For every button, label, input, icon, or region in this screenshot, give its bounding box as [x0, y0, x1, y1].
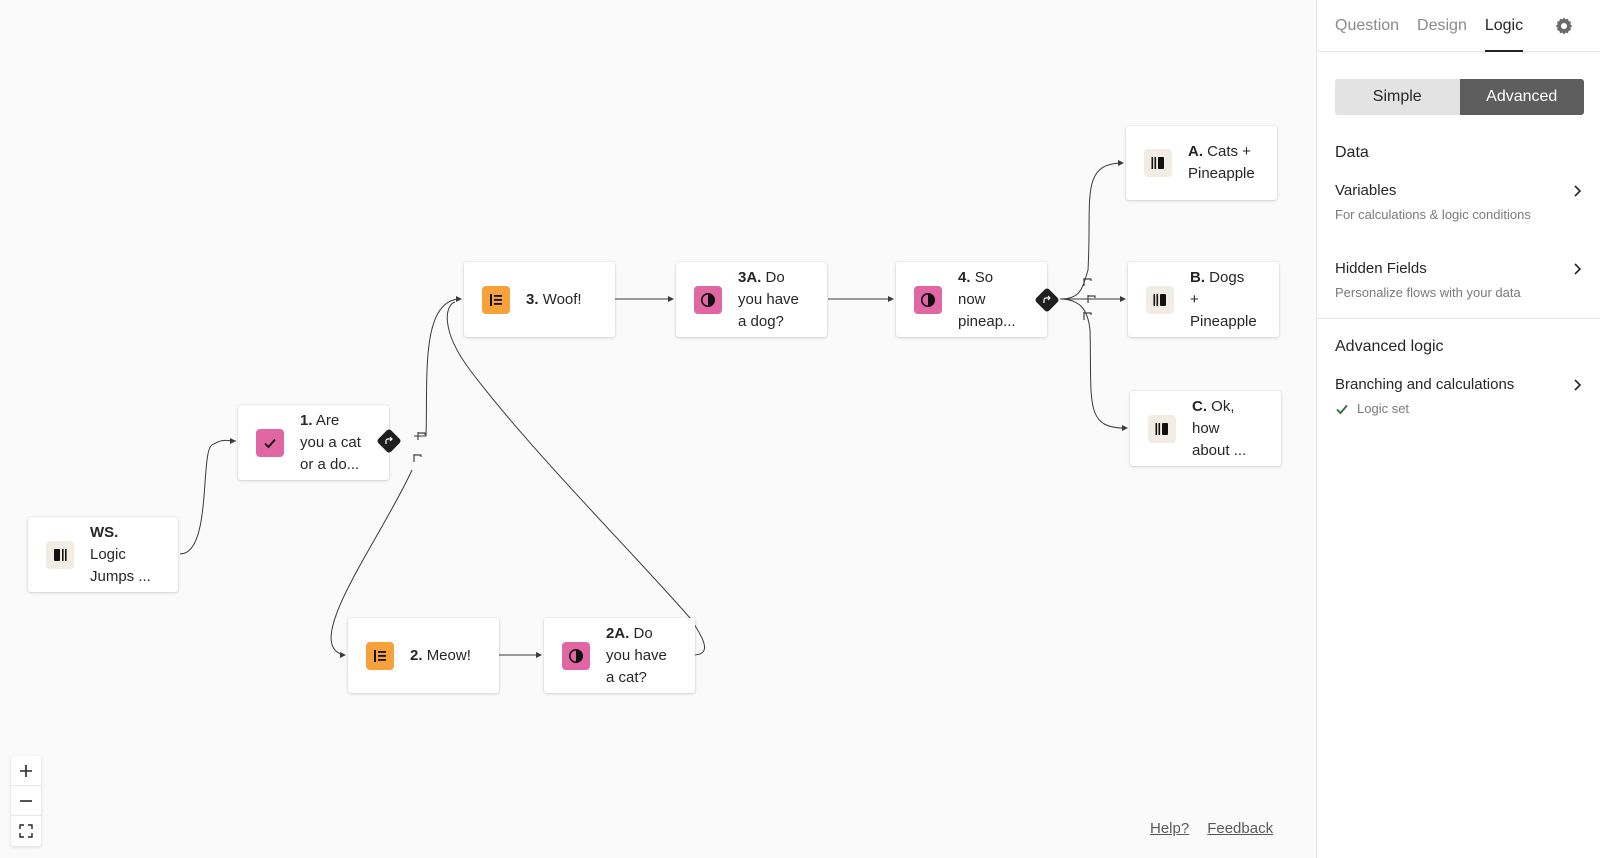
simple-mode-button[interactable]: Simple — [1335, 79, 1460, 115]
edge-q4-ec — [1059, 298, 1125, 429]
chevron-right-icon — [1574, 185, 1582, 197]
edge-arrow — [668, 296, 674, 302]
logic-set-status: Logic set — [1335, 401, 1584, 416]
plus-icon — [20, 764, 32, 777]
node-label: 2A. Do you have a cat? — [606, 624, 667, 686]
help-link[interactable]: Help? — [1150, 820, 1190, 837]
footer-links: Help? Feedback — [1150, 820, 1273, 837]
variables-subtitle: For calculations & logic conditions — [1335, 207, 1531, 222]
node-label: C. Ok, how about ... — [1192, 397, 1247, 459]
list-icon — [482, 285, 510, 314]
branch-icon — [1087, 295, 1096, 303]
edge-arrow — [1122, 425, 1128, 431]
edge-arrow — [340, 652, 346, 658]
section-divider — [1317, 318, 1600, 319]
advanced-mode-button[interactable]: Advanced — [1459, 79, 1584, 115]
panel-tabs: Question Design Logic — [1317, 0, 1600, 52]
edge-arrow — [230, 438, 236, 444]
edge-q4-ea — [1059, 162, 1121, 300]
chevron-right-icon — [1574, 379, 1582, 391]
edge-q1-q2 — [330, 469, 413, 656]
tab-logic[interactable]: Logic — [1484, 0, 1524, 52]
fullscreen-icon — [19, 824, 33, 838]
ending-screen-icon — [1146, 285, 1174, 314]
node-question-2[interactable]: 2. Meow! — [348, 618, 499, 693]
hidden-fields-title: Hidden Fields — [1335, 260, 1427, 277]
node-question-3a[interactable]: 3A. Do you have a dog? — [676, 262, 827, 337]
list-icon — [366, 641, 394, 670]
branch-icon — [1083, 278, 1092, 286]
ending-screen-icon — [1148, 414, 1176, 443]
logic-jump-diamond-icon[interactable] — [376, 428, 402, 454]
zoom-out-button[interactable] — [11, 786, 41, 816]
connection-lines — [179, 160, 1128, 658]
node-label: 3. Woof! — [526, 290, 582, 308]
data-section-title: Data — [1335, 144, 1369, 161]
edge-q2a-q3 — [446, 301, 705, 656]
node-label: 2. Meow! — [410, 646, 471, 664]
checkbox-icon — [256, 428, 284, 457]
check-icon — [1336, 404, 1348, 414]
node-label: B. Dogs + Pineapple — [1190, 268, 1257, 330]
tab-design[interactable]: Design — [1417, 16, 1467, 34]
edge-q1-q3 — [414, 298, 461, 437]
tab-question[interactable]: Question — [1335, 16, 1400, 34]
node-ending-b[interactable]: B. Dogs + Pineapple — [1128, 262, 1279, 337]
statement-icon — [46, 540, 74, 569]
chevron-right-icon — [1574, 263, 1582, 275]
fit-to-screen-button[interactable] — [11, 816, 41, 846]
branch-icon — [413, 454, 422, 462]
yes-no-icon — [562, 641, 590, 670]
node-question-4[interactable]: 4. So now pineap... — [896, 262, 1047, 337]
zoom-controls — [11, 756, 41, 846]
branch-icon — [1083, 312, 1092, 320]
node-question-3[interactable]: 3. Woof! — [464, 262, 615, 337]
edge-arrow — [888, 296, 894, 302]
gear-icon[interactable] — [1554, 16, 1574, 36]
logic-set-label: Logic set — [1357, 401, 1410, 416]
hidden-fields-subtitle: Personalize flows with your data — [1335, 285, 1521, 300]
edge-arrow — [456, 296, 462, 302]
node-label: 3A. Do you have a dog? — [738, 268, 799, 330]
node-question-1[interactable]: 1. Are you a cat or a do... — [238, 405, 389, 480]
node-ending-c[interactable]: C. Ok, how about ... — [1130, 391, 1281, 466]
hidden-fields-row[interactable]: Hidden Fields Personalize flows with you… — [1335, 260, 1584, 300]
yes-no-icon — [914, 285, 942, 314]
yes-no-icon — [694, 285, 722, 314]
edge-arrow — [536, 652, 542, 658]
node-ending-a[interactable]: A. Cats + Pineapple — [1126, 126, 1277, 200]
feedback-link[interactable]: Feedback — [1207, 820, 1274, 837]
node-label: WS. Logic Jumps ... — [90, 523, 151, 585]
node-label: 1. Are you a cat or a do... — [300, 411, 361, 473]
advanced-logic-title: Advanced logic — [1335, 338, 1444, 355]
branch-icon — [417, 432, 426, 440]
node-label: 4. So now pineap... — [958, 268, 1016, 330]
zoom-in-button[interactable] — [11, 756, 41, 786]
logic-jump-diamond-icon[interactable] — [1034, 287, 1060, 313]
variables-title: Variables — [1335, 182, 1397, 199]
edge-arrow — [1118, 160, 1124, 166]
ending-screen-icon — [1144, 149, 1172, 177]
logic-side-panel: Question Design Logic Simple Advanced Da… — [1316, 0, 1600, 858]
variables-row[interactable]: Variables For calculations & logic condi… — [1335, 182, 1584, 222]
branching-title: Branching and calculations — [1335, 376, 1515, 393]
node-welcome-screen[interactable]: WS. Logic Jumps ... — [28, 517, 178, 592]
edge-ws-q1 — [179, 439, 237, 555]
node-label: A. Cats + Pineapple — [1188, 143, 1255, 182]
branching-calculations-row[interactable]: Branching and calculations Logic set — [1335, 376, 1584, 416]
minus-icon — [20, 799, 32, 802]
logic-mode-toggle: Simple Advanced — [1335, 79, 1584, 115]
logic-map-canvas[interactable]: WS. Logic Jumps ... 1. Are you a cat or … — [0, 0, 1316, 858]
node-question-2a[interactable]: 2A. Do you have a cat? — [544, 618, 695, 693]
edge-arrow — [1120, 296, 1126, 302]
